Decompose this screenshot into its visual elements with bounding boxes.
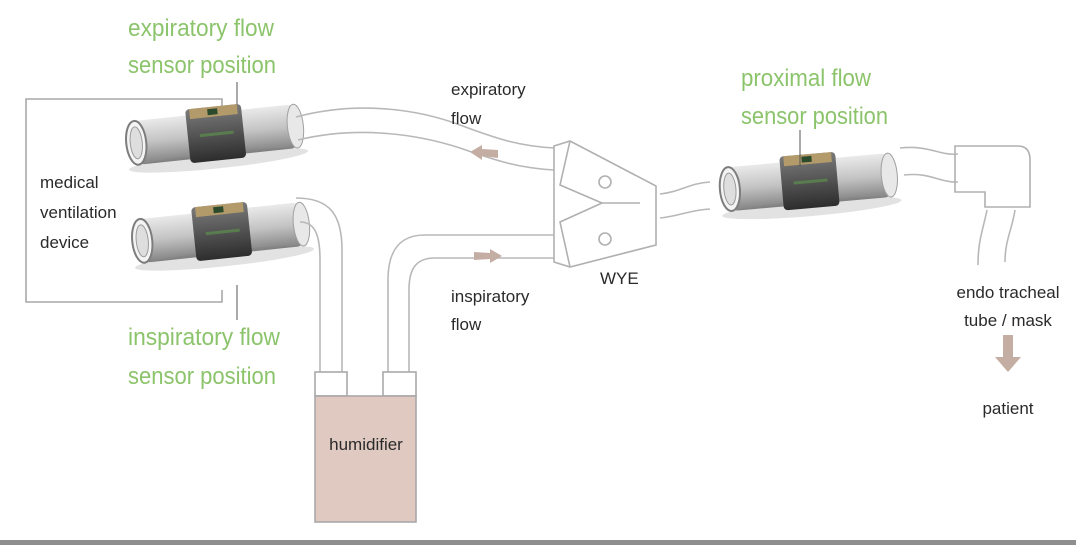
patient-label: patient [982, 399, 1033, 418]
inspiratory-sensor-label-1: inspiratory flow [128, 324, 281, 351]
endo-tube-label-2: tube / mask [964, 311, 1052, 330]
endo-tube-left [977, 209, 988, 266]
inspiratory-flow-label-1: inspiratory [451, 287, 530, 306]
inspiratory-flow-label-2: flow [451, 315, 482, 334]
wye-tube-bottom [659, 208, 711, 219]
wye-label: WYE [600, 269, 639, 288]
elbow-connector [954, 145, 1031, 208]
expiratory-tube-bottom [297, 131, 555, 171]
wye-connector [553, 140, 657, 268]
expiratory-tube-top [295, 107, 555, 149]
expiratory-sensor-label-2: sensor position [128, 52, 276, 79]
humidifier-tube-inner [299, 221, 321, 372]
proximal-flow-sensor [716, 145, 904, 225]
inspiratory-flow-sensor [128, 194, 316, 277]
device-label-2: ventilation [40, 203, 117, 222]
inspiratory-tube-outer [387, 234, 554, 372]
expiratory-flow-label-2: flow [451, 109, 482, 128]
wye-tube-top [659, 181, 711, 195]
endo-tube-label-1: endo tracheal [956, 283, 1059, 302]
patient-tube-top [899, 146, 959, 155]
inspiratory-sensor-label-2: sensor position [128, 363, 276, 390]
humidifier [314, 371, 417, 523]
device-label-3: device [40, 233, 89, 252]
ventilation-device-box [25, 98, 223, 303]
expiratory-sensor-label-1: expiratory flow [128, 15, 275, 42]
bottom-border [0, 540, 1076, 545]
proximal-sensor-label-1: proximal flow [741, 65, 872, 92]
proximal-sensor-label-2: sensor position [741, 103, 888, 130]
expiratory-arrow-icon [470, 145, 498, 160]
device-label-1: medical [40, 173, 99, 192]
down-arrow-icon [995, 335, 1021, 372]
expiratory-flow-sensor [122, 96, 310, 179]
patient-tube-bottom [903, 173, 959, 183]
humidifier-tube-outer [295, 197, 343, 372]
inspiratory-arrow-icon [474, 249, 502, 263]
endo-tube-right [1004, 209, 1016, 263]
humidifier-label: humidifier [329, 435, 403, 454]
inspiratory-tube-inner [408, 257, 554, 372]
expiratory-flow-label-1: expiratory [451, 80, 526, 99]
